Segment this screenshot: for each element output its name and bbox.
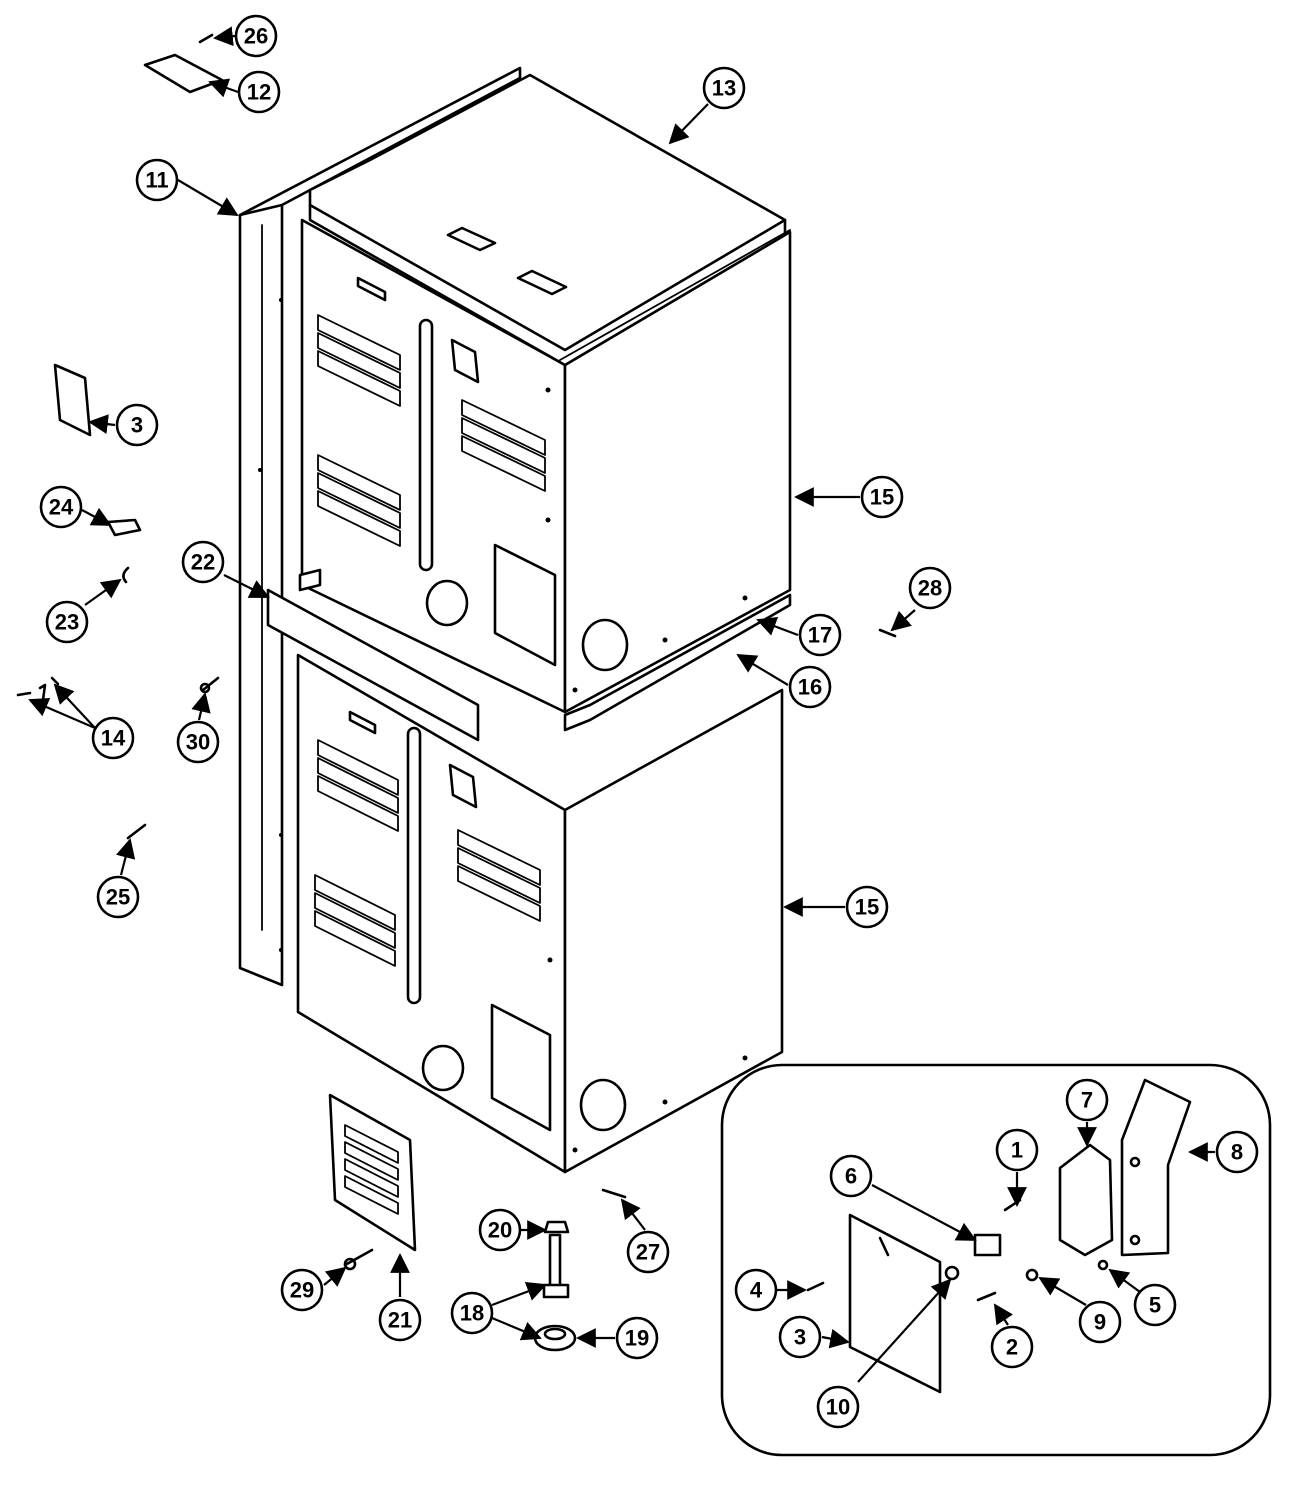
screw-14 bbox=[16, 676, 60, 702]
side-panel bbox=[238, 66, 522, 987]
callout-6: 6 bbox=[829, 1154, 873, 1198]
screw-26 bbox=[198, 33, 214, 44]
callout-12: 12 bbox=[237, 70, 281, 114]
svg-text:14: 14 bbox=[101, 726, 126, 751]
callout-4: 4 bbox=[734, 1268, 778, 1312]
svg-text:27: 27 bbox=[636, 1240, 660, 1265]
screw-30 bbox=[199, 676, 220, 694]
callout-14: 14 bbox=[91, 716, 135, 760]
svg-text:23: 23 bbox=[55, 610, 79, 635]
stacking-rails bbox=[298, 568, 792, 732]
svg-text:6: 6 bbox=[845, 1164, 857, 1189]
callout-3-inset: 3 bbox=[778, 1315, 822, 1359]
callout-11: 11 bbox=[135, 158, 179, 202]
svg-text:17: 17 bbox=[808, 623, 832, 648]
screw-28 bbox=[878, 628, 897, 638]
clip-24 bbox=[106, 518, 142, 537]
svg-text:22: 22 bbox=[191, 550, 215, 575]
callout-9: 9 bbox=[1078, 1300, 1122, 1344]
screw-29 bbox=[343, 1248, 374, 1271]
leveling-leg-18 bbox=[542, 1220, 570, 1299]
svg-text:30: 30 bbox=[186, 730, 210, 755]
inset-detail-panel bbox=[720, 1063, 1272, 1457]
svg-text:4: 4 bbox=[750, 1278, 763, 1303]
svg-text:3: 3 bbox=[794, 1325, 806, 1350]
callout-20: 20 bbox=[478, 1208, 522, 1252]
front-stacking-panel bbox=[266, 588, 480, 742]
callout-2: 2 bbox=[990, 1325, 1034, 1369]
callout-3-left: 3 bbox=[115, 403, 159, 447]
callout-29: 29 bbox=[280, 1268, 324, 1312]
svg-text:1: 1 bbox=[1011, 1138, 1023, 1163]
access-cover-12 bbox=[143, 53, 224, 94]
svg-text:10: 10 bbox=[826, 1395, 850, 1420]
callout-18: 18 bbox=[450, 1291, 494, 1335]
svg-text:11: 11 bbox=[145, 168, 168, 193]
svg-text:9: 9 bbox=[1094, 1310, 1106, 1335]
callout-28: 28 bbox=[908, 566, 952, 610]
foot-19 bbox=[533, 1324, 577, 1352]
callout-30: 30 bbox=[176, 720, 220, 764]
svg-text:12: 12 bbox=[247, 80, 271, 105]
callout-7: 7 bbox=[1065, 1078, 1109, 1122]
svg-text:18: 18 bbox=[460, 1301, 484, 1326]
callout-19: 19 bbox=[615, 1316, 659, 1360]
svg-text:3: 3 bbox=[131, 413, 143, 438]
callout-16: 16 bbox=[788, 665, 832, 709]
svg-text:8: 8 bbox=[1231, 1140, 1243, 1165]
callout-5: 5 bbox=[1133, 1283, 1177, 1327]
svg-text:25: 25 bbox=[106, 885, 130, 910]
screw-27 bbox=[601, 1188, 627, 1199]
hook-23 bbox=[122, 566, 130, 584]
svg-text:16: 16 bbox=[798, 675, 822, 700]
callout-15-lower: 15 bbox=[845, 885, 889, 929]
callout-13: 13 bbox=[702, 66, 746, 110]
callout-26: 26 bbox=[234, 14, 278, 58]
callout-24: 24 bbox=[39, 485, 83, 529]
lower-washer-cabinet bbox=[296, 653, 784, 1174]
svg-text:24: 24 bbox=[49, 495, 74, 520]
svg-text:29: 29 bbox=[290, 1278, 314, 1303]
svg-text:7: 7 bbox=[1081, 1088, 1093, 1113]
svg-text:26: 26 bbox=[244, 24, 268, 49]
svg-text:21: 21 bbox=[388, 1308, 412, 1333]
callout-10: 10 bbox=[816, 1385, 860, 1429]
svg-text:15: 15 bbox=[870, 485, 894, 510]
screw-25 bbox=[126, 823, 147, 840]
callout-17: 17 bbox=[798, 613, 842, 657]
callout-25: 25 bbox=[96, 875, 140, 919]
callout-1: 1 bbox=[995, 1128, 1039, 1172]
svg-text:2: 2 bbox=[1006, 1335, 1018, 1360]
leader-lines bbox=[28, 26, 1215, 1383]
svg-text:20: 20 bbox=[488, 1218, 512, 1243]
svg-text:13: 13 bbox=[712, 76, 736, 101]
upper-dryer-cabinet bbox=[300, 218, 792, 714]
callout-8: 8 bbox=[1215, 1130, 1259, 1174]
callout-27: 27 bbox=[626, 1230, 670, 1274]
svg-text:15: 15 bbox=[855, 895, 879, 920]
callout-23: 23 bbox=[45, 600, 89, 644]
top-panel bbox=[308, 73, 791, 367]
callout-15-upper: 15 bbox=[860, 475, 904, 519]
callout-21: 21 bbox=[378, 1298, 422, 1342]
svg-text:28: 28 bbox=[918, 576, 942, 601]
bracket-3-left bbox=[53, 363, 92, 437]
svg-text:19: 19 bbox=[625, 1326, 649, 1351]
svg-text:5: 5 bbox=[1149, 1293, 1161, 1318]
kick-vent bbox=[328, 1093, 417, 1252]
callout-22: 22 bbox=[181, 540, 225, 584]
